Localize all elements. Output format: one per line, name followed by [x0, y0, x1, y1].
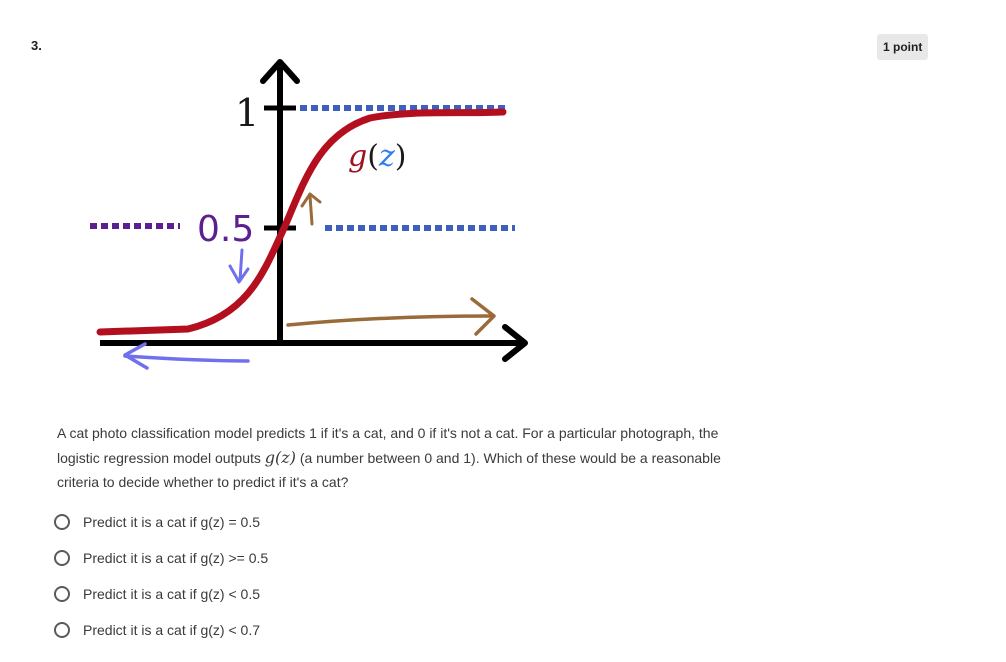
function-label-z: z — [378, 139, 395, 174]
x-axis-arrowhead — [502, 324, 528, 362]
option-label-3: Predict it is a cat if g(z) < 0.5 — [83, 586, 261, 602]
question-line-2: logistic regression model outputs g(z) (… — [57, 446, 787, 471]
brown-up-arrow — [308, 194, 314, 226]
blue-left-arrowhead — [123, 342, 149, 370]
brown-right-arrow — [286, 314, 494, 327]
blue-down-arrowhead — [228, 264, 250, 284]
blue-left-arrow — [123, 354, 250, 363]
question-line-2-after: (a number between 0 and 1). Which of the… — [295, 449, 721, 466]
function-label-open: ( — [367, 139, 379, 174]
blue-down-arrow — [238, 248, 244, 282]
question-line-2-before: logistic regression model outputs — [57, 449, 265, 466]
function-label: g(z) — [348, 139, 406, 174]
sigmoid-curve — [96, 108, 507, 336]
question-number: 3. — [31, 38, 42, 53]
y-axis-arrowhead — [260, 59, 300, 84]
option-label-4: Predict it is a cat if g(z) < 0.7 — [83, 622, 261, 638]
label-one: 1 — [235, 91, 259, 135]
option-label-2: Predict it is a cat if g(z) >= 0.5 — [83, 550, 269, 566]
question-line-1: A cat photo classification model predict… — [57, 425, 719, 441]
question-line-3: criteria to decide whether to predict if… — [57, 474, 349, 490]
math-gz: g(z) — [264, 447, 296, 467]
radio-button-2[interactable] — [54, 550, 70, 566]
option-1[interactable]: Predict it is a cat if g(z) = 0.5 — [54, 508, 454, 536]
option-3[interactable]: Predict it is a cat if g(z) < 0.5 — [54, 580, 454, 608]
radio-button-3[interactable] — [54, 586, 70, 602]
function-label-close: ) — [395, 139, 407, 174]
option-4[interactable]: Predict it is a cat if g(z) < 0.7 — [54, 616, 454, 644]
brown-right-arrowhead — [470, 297, 496, 336]
brown-up-arrowhead — [300, 192, 322, 208]
label-half: 0.5 — [197, 209, 254, 250]
function-label-g: g — [348, 139, 367, 174]
radio-button-1[interactable] — [54, 514, 70, 530]
radio-button-4[interactable] — [54, 622, 70, 638]
question-text: A cat photo classification model predict… — [57, 421, 787, 495]
option-2[interactable]: Predict it is a cat if g(z) >= 0.5 — [54, 544, 454, 572]
sigmoid-figure: 1 0.5 g(z) — [90, 59, 528, 370]
option-label-1: Predict it is a cat if g(z) = 0.5 — [83, 514, 261, 530]
points-badge: 1 point — [877, 34, 929, 60]
answer-options: Predict it is a cat if g(z) = 0.5 Predic… — [54, 508, 454, 652]
